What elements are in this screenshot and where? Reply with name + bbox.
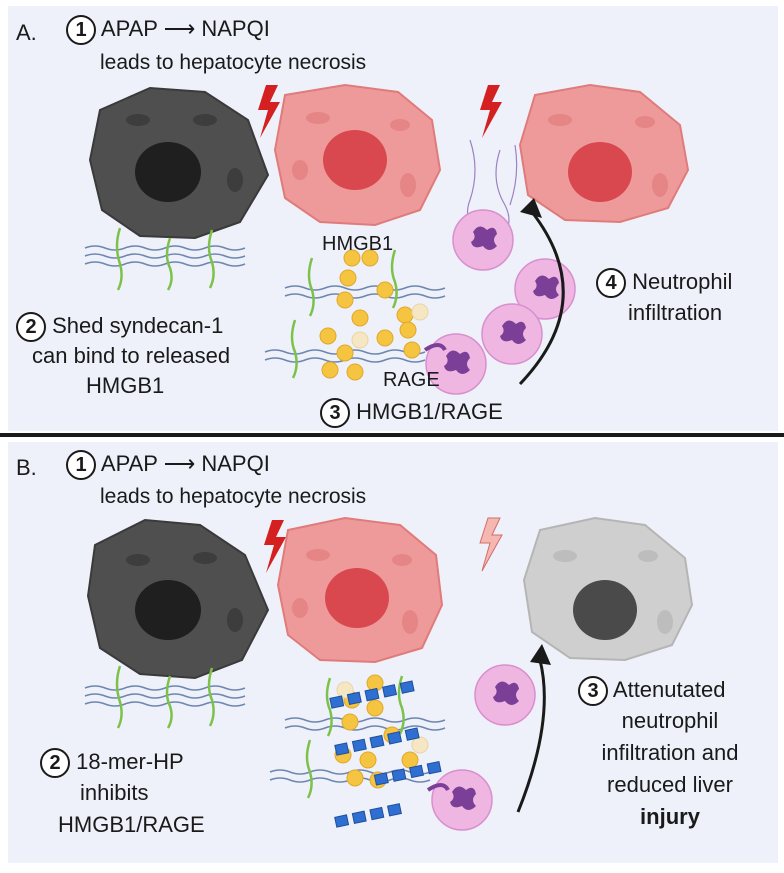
rage-receptor-icon	[423, 343, 447, 352]
rage-receptor-icon	[426, 783, 450, 792]
panel-divider	[0, 433, 784, 437]
injured-hepatocyte-b	[276, 516, 444, 664]
step-4-line-1: Neutrophil	[632, 268, 733, 294]
step-1-heading: 1 APAP ⟶ NAPQI	[66, 15, 270, 45]
arrow-right-icon: ⟶	[163, 15, 196, 41]
step-4-text: 4 Neutrophil	[596, 268, 732, 298]
step-1-subtitle-b: leads to hepatocyte necrosis	[100, 485, 367, 508]
curved-arrow	[518, 211, 565, 386]
step-number-badge: 3	[578, 676, 608, 706]
step-1-subtitle: leads to hepatocyte necrosis	[100, 51, 367, 74]
step-2-text: 2 Shed syndecan-1	[16, 312, 223, 342]
step-2-line-3-b: HMGB1/RAGE	[58, 812, 205, 837]
step-3-line-2-b: neutrophil	[621, 708, 719, 733]
step-number-badge: 3	[320, 398, 350, 428]
lightning-icon	[480, 85, 502, 138]
step-3-line-3-b: infiltration and	[601, 740, 739, 765]
step-3-line-4-b: reduced liver	[607, 772, 733, 797]
step-number-badge: 2	[40, 748, 70, 778]
step-number-badge: 1	[66, 15, 96, 45]
hmgb1-heparin-cluster-b	[269, 674, 446, 828]
napqi-label: NAPQI	[201, 450, 270, 476]
apap-label: APAP	[100, 15, 158, 41]
step-number-badge: 1	[66, 450, 96, 480]
lightning-icon	[258, 85, 280, 138]
napqi-label: NAPQI	[201, 15, 270, 41]
step-1-heading-b: 1 APAP ⟶ NAPQI	[66, 450, 270, 480]
injured-hepatocyte	[273, 83, 442, 227]
hmgb1-cluster-a	[264, 249, 446, 381]
step-3-label: HMGB1/RAGE	[356, 398, 503, 424]
panel-b-label: B.	[16, 455, 37, 480]
step-3-text-b: 3 Attenutated	[578, 676, 725, 706]
step-2-line-3: HMGB1	[86, 373, 165, 398]
step-2-line-1: Shed syndecan-1	[52, 312, 224, 338]
rage-label: RAGE	[383, 369, 440, 391]
necrotic-hepatocyte-dark	[88, 86, 270, 240]
panel-a-label: A.	[16, 20, 37, 45]
step-2-text-b: 2 18-mer-HP	[40, 748, 184, 778]
step-3-text: 3 HMGB1/RAGE	[320, 398, 503, 428]
apap-label: APAP	[100, 450, 158, 476]
step-3-line-1: Attenutated	[612, 676, 726, 702]
step-number-badge: 2	[16, 312, 46, 342]
necrotic-hepatocyte-dark-b	[86, 518, 270, 680]
step-4-line-2: infiltration	[628, 300, 723, 325]
arrowhead-icon	[530, 644, 551, 665]
step-3-line-5-b: injury	[640, 804, 700, 829]
syndecan-strands-a1	[84, 227, 246, 291]
neutrophil-cells-a	[425, 209, 576, 395]
syndecan-strands-b1	[84, 665, 246, 729]
step-2-line-2-b: inhibits	[80, 780, 149, 805]
step-2-line-2: can bind to released	[32, 343, 231, 368]
step-number-badge: 4	[596, 268, 626, 298]
arrow-right-icon: ⟶	[163, 450, 196, 476]
arrowhead-icon	[520, 198, 542, 218]
curved-arrow-b	[516, 659, 546, 813]
lightning-icon	[264, 520, 286, 573]
step-2-line-1: 18-mer-HP	[76, 748, 184, 774]
injured-hepatocyte-right	[518, 83, 690, 224]
grey-hepatocyte	[522, 516, 694, 662]
lightning-icon-faded	[479, 517, 503, 572]
hmgb1-label: HMGB1	[322, 233, 394, 255]
